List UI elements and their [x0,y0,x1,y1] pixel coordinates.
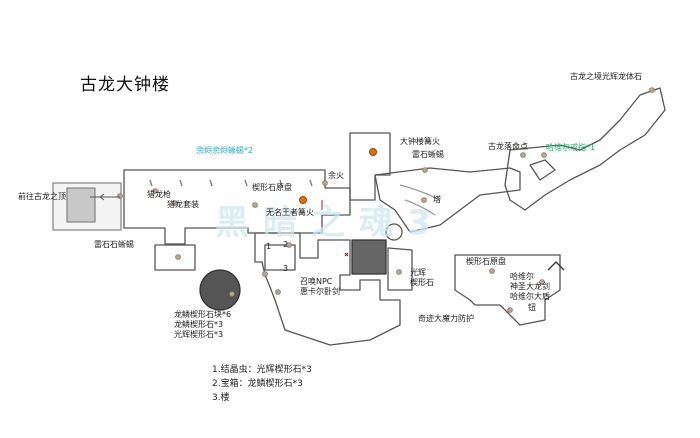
label-button: 钮 [528,303,536,312]
legend-item-1: 1.结晶虫：光辉楔形石*3 [212,365,312,375]
label-ice-lizard: 雷石石蜥蜴 [94,240,134,249]
right-hall [454,254,561,326]
label-spear: 猎龙枪 [147,190,171,199]
label-num-2: 2 [283,240,289,249]
label-bonfire-nameless: 无名王者篝火 [266,208,314,217]
elevator-block [351,239,387,275]
main-hall [123,169,351,245]
watermark: 黑暗之魂3 [215,203,445,243]
label-havel-gear: 哈维尔 神圣大龙剑 哈维尔大盾 [510,272,550,301]
label-havel-ring: 哈维尔戒指*1 [546,143,596,152]
label-top-right-item: 古龙之境光辉龙体石 [570,72,642,81]
label-slabs-right: 楔形石原盘 [466,257,506,266]
bridge-path [374,167,521,233]
label-slab: 楔形石原盘 [252,183,292,192]
label-tower: 塔 [433,195,441,204]
label-npc-summon: 召唤NPC 惠卡尔卧剑 [300,277,340,296]
legend-item-2: 2.宝箱：龙鳞楔形石*3 [212,379,303,389]
bell-tower [349,132,391,201]
label-bell-bonfire: 大钟楼篝火 [400,137,440,146]
label-miracle: 奇迹大魔力防护 [418,314,474,323]
label-num-1: 1 [266,242,272,251]
label-scale-stones: 龙鳞楔形石块*6 龙鳞楔形石*3 光辉楔形石*3 [174,310,232,339]
legend-item-3: 3.楼 [212,393,230,403]
label-shining-stone: 光辉 楔形石 [410,268,434,287]
label-stone-lizard: 雷石蜥蜴 [412,150,444,159]
bonfire-marker [299,196,307,204]
label-to-peak: 前往古龙之顶 [18,192,66,201]
label-ancient-dragon: 古龙落命点 [488,142,528,151]
upper-path [504,87,666,211]
label-ember: 余火 [328,171,344,180]
label-num-3: 3 [283,264,289,273]
round-tower [199,269,241,311]
page-title: 古龙大钟楼 [80,75,170,95]
bonfire-marker [369,148,377,156]
lower-chamber [254,232,401,346]
side-room [154,244,196,271]
label-armor: 猎龙套装 [167,200,199,209]
label-lizard-top: 余烬余烬蜥蜴*2 [196,146,254,155]
